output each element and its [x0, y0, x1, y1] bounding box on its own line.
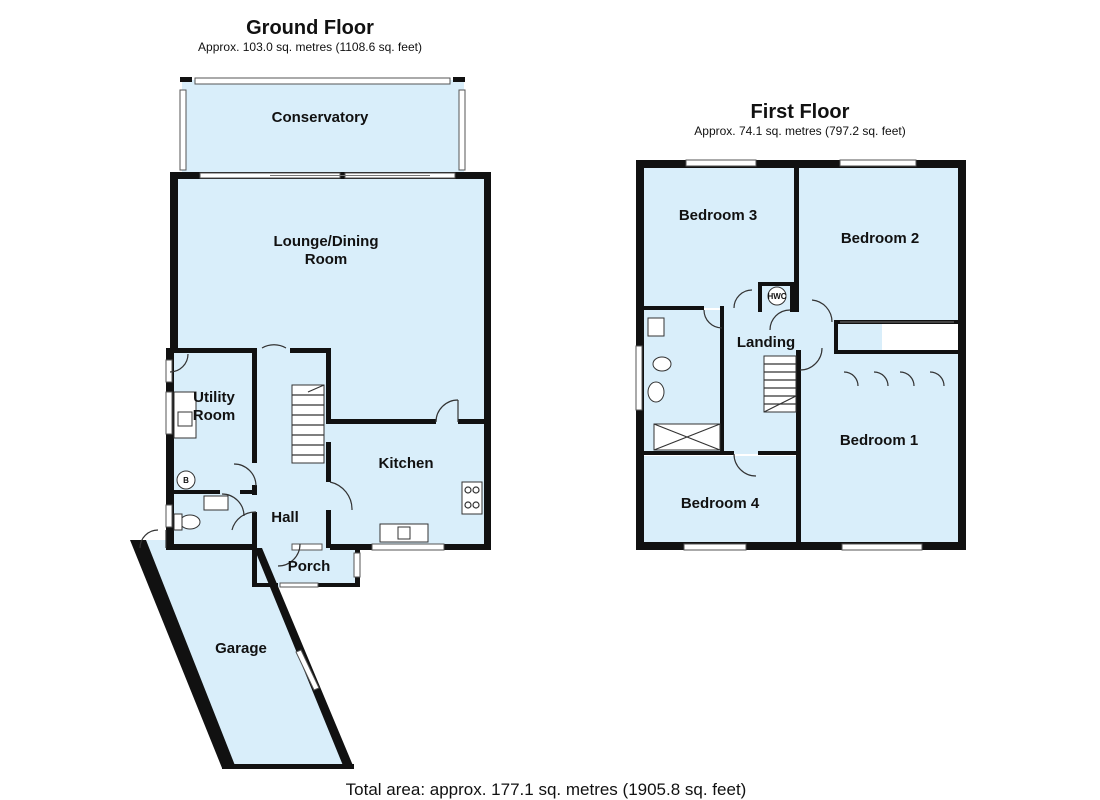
hwc-label: HWC	[767, 292, 786, 301]
first-floor-area: Approx. 74.1 sq. metres (797.2 sq. feet)	[694, 124, 905, 138]
lounge-label-line1: Lounge/Dining	[274, 233, 379, 250]
ground-floor-stairs	[291, 384, 325, 464]
conservatory-window-right	[458, 89, 466, 171]
bedroom4-room	[644, 456, 798, 542]
garage-label: Garage	[215, 640, 267, 657]
first-floor-plan: HWC	[635, 101, 966, 551]
ground-floor-title: Ground Floor	[246, 17, 374, 39]
lounge-label-line2: Room	[305, 251, 348, 268]
conservatory-label: Conservatory	[272, 109, 369, 126]
utility-label-line1: Utility	[193, 389, 235, 406]
garage-room	[140, 540, 350, 768]
conservatory-room	[182, 80, 464, 174]
first-floor-title: First Floor	[751, 101, 850, 123]
boiler-symbol	[176, 470, 196, 490]
hwc-symbol	[767, 286, 787, 306]
conservatory-window-left	[179, 89, 187, 171]
bedroom3-label: Bedroom 3	[679, 207, 757, 224]
bedroom2-label: Bedroom 2	[841, 230, 919, 247]
kitchen-label: Kitchen	[378, 455, 433, 472]
porch-label: Porch	[288, 558, 331, 575]
conservatory-window-top	[194, 77, 451, 85]
bedroom1-label: Bedroom 1	[840, 432, 918, 449]
ground-floor-plan: B Ground Floor Approx. 103.0 sq. metres …	[130, 17, 491, 769]
hall-label: Hall	[271, 509, 299, 526]
landing-label: Landing	[737, 334, 795, 351]
utility-label-line2: Room	[193, 407, 236, 424]
total-area: Total area: approx. 177.1 sq. metres (19…	[346, 780, 747, 799]
boiler-label: B	[183, 476, 189, 485]
ground-floor-area: Approx. 103.0 sq. metres (1108.6 sq. fee…	[198, 40, 422, 54]
bedroom4-label: Bedroom 4	[681, 495, 760, 512]
bedroom1-room	[800, 352, 958, 542]
first-floor-stairs	[763, 355, 797, 413]
